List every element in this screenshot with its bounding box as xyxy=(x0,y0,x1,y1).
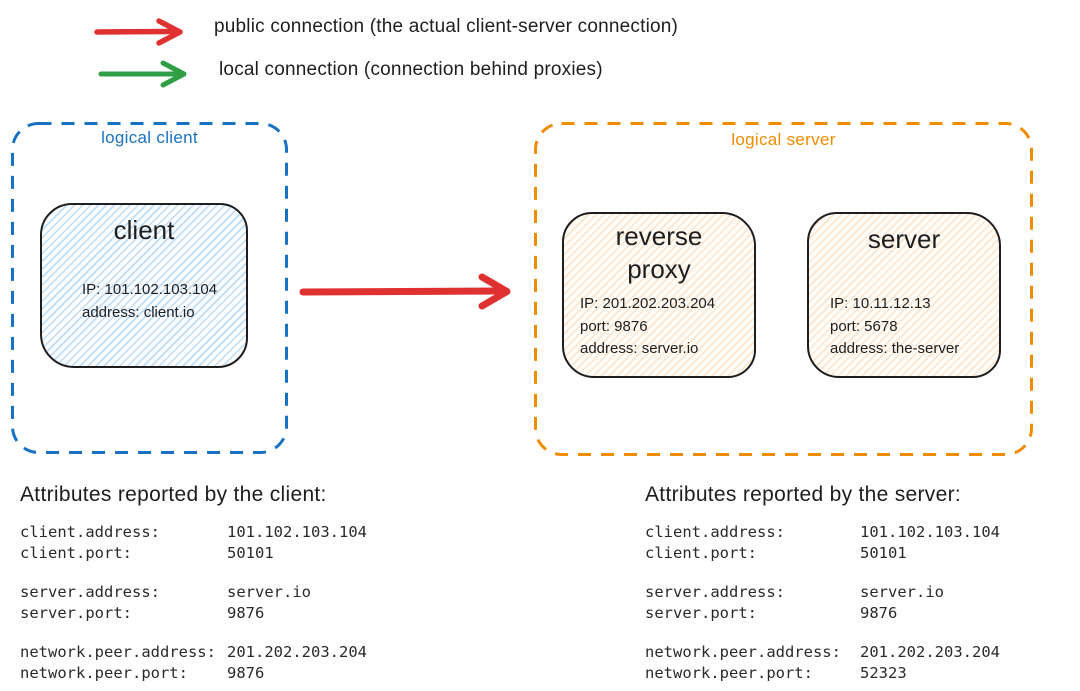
logical-server-group-border xyxy=(533,121,1034,457)
attr-row: network.peer.port:52323 xyxy=(645,664,907,682)
attr-row: server.address:server.io xyxy=(20,583,311,601)
server-ip: IP: 10.11.12.13 xyxy=(830,295,931,312)
client-attributes-heading: Attributes reported by the client: xyxy=(20,483,327,506)
client-attributes-list: client.address:101.102.103.104 client.po… xyxy=(20,522,367,684)
attr-row: network.peer.address:201.202.203.204 xyxy=(20,643,367,661)
legend-public-connection-label: public connection (the actual client-ser… xyxy=(214,16,679,37)
server-port: port: 5678 xyxy=(830,317,898,335)
logical-server-label: logical server xyxy=(731,130,836,149)
client-attributes-panel: Attributes reported by the client: clien… xyxy=(20,483,367,684)
attr-row: server.address:server.io xyxy=(645,583,944,601)
public-connection-arrow-icon xyxy=(93,18,195,46)
attr-row: client.address:101.102.103.104 xyxy=(645,523,1000,541)
client-node-details: IP: 101.102.103.104 address: client.io xyxy=(82,279,217,324)
attr-row: network.peer.port:9876 xyxy=(20,664,265,682)
logical-client-group-border xyxy=(10,121,289,455)
logical-client-label: logical client xyxy=(101,128,198,147)
attr-row: server.port:9876 xyxy=(20,604,265,622)
reverse-proxy-node-title: reverse proxy xyxy=(615,221,703,284)
client-ip: IP: 101.102.103.104 xyxy=(82,281,218,298)
client-address: address: client.io xyxy=(82,303,195,321)
reverse-proxy-port: port: 9876 xyxy=(580,317,648,335)
client-node-title: client xyxy=(113,215,175,245)
attr-row: client.address:101.102.103.104 xyxy=(20,523,367,541)
attr-row: network.peer.address:201.202.203.204 xyxy=(645,643,1000,661)
server-attributes-list: client.address:101.102.103.104 client.po… xyxy=(645,522,1000,684)
public-connection-main-arrow-icon xyxy=(298,269,526,315)
legend-local-connection-label: local connection (connection behind prox… xyxy=(219,59,603,80)
reverse-proxy-ip: IP: 201.202.203.204 xyxy=(580,295,716,312)
server-node-details: IP: 10.11.12.13 port: 5678 address: the-… xyxy=(830,293,959,361)
server-attributes-panel: Attributes reported by the server: clien… xyxy=(645,483,1000,684)
reverse-proxy-node-details: IP: 201.202.203.204 port: 9876 address: … xyxy=(580,293,715,361)
attr-row: client.port:50101 xyxy=(645,544,907,562)
reverse-proxy-node: reverse proxy IP: 201.202.203.204 port: … xyxy=(562,212,756,378)
reverse-proxy-address: address: server.io xyxy=(580,340,699,357)
server-node-title: server xyxy=(867,224,941,254)
server-node: server IP: 10.11.12.13 port: 5678 addres… xyxy=(807,212,1001,378)
attr-row: server.port:9876 xyxy=(645,604,898,622)
server-address: address: the-server xyxy=(830,340,960,357)
attr-row: client.port:50101 xyxy=(20,544,274,562)
local-connection-arrow-icon xyxy=(97,60,199,88)
client-node: client IP: 101.102.103.104 address: clie… xyxy=(40,203,248,368)
server-attributes-heading: Attributes reported by the server: xyxy=(645,483,962,506)
